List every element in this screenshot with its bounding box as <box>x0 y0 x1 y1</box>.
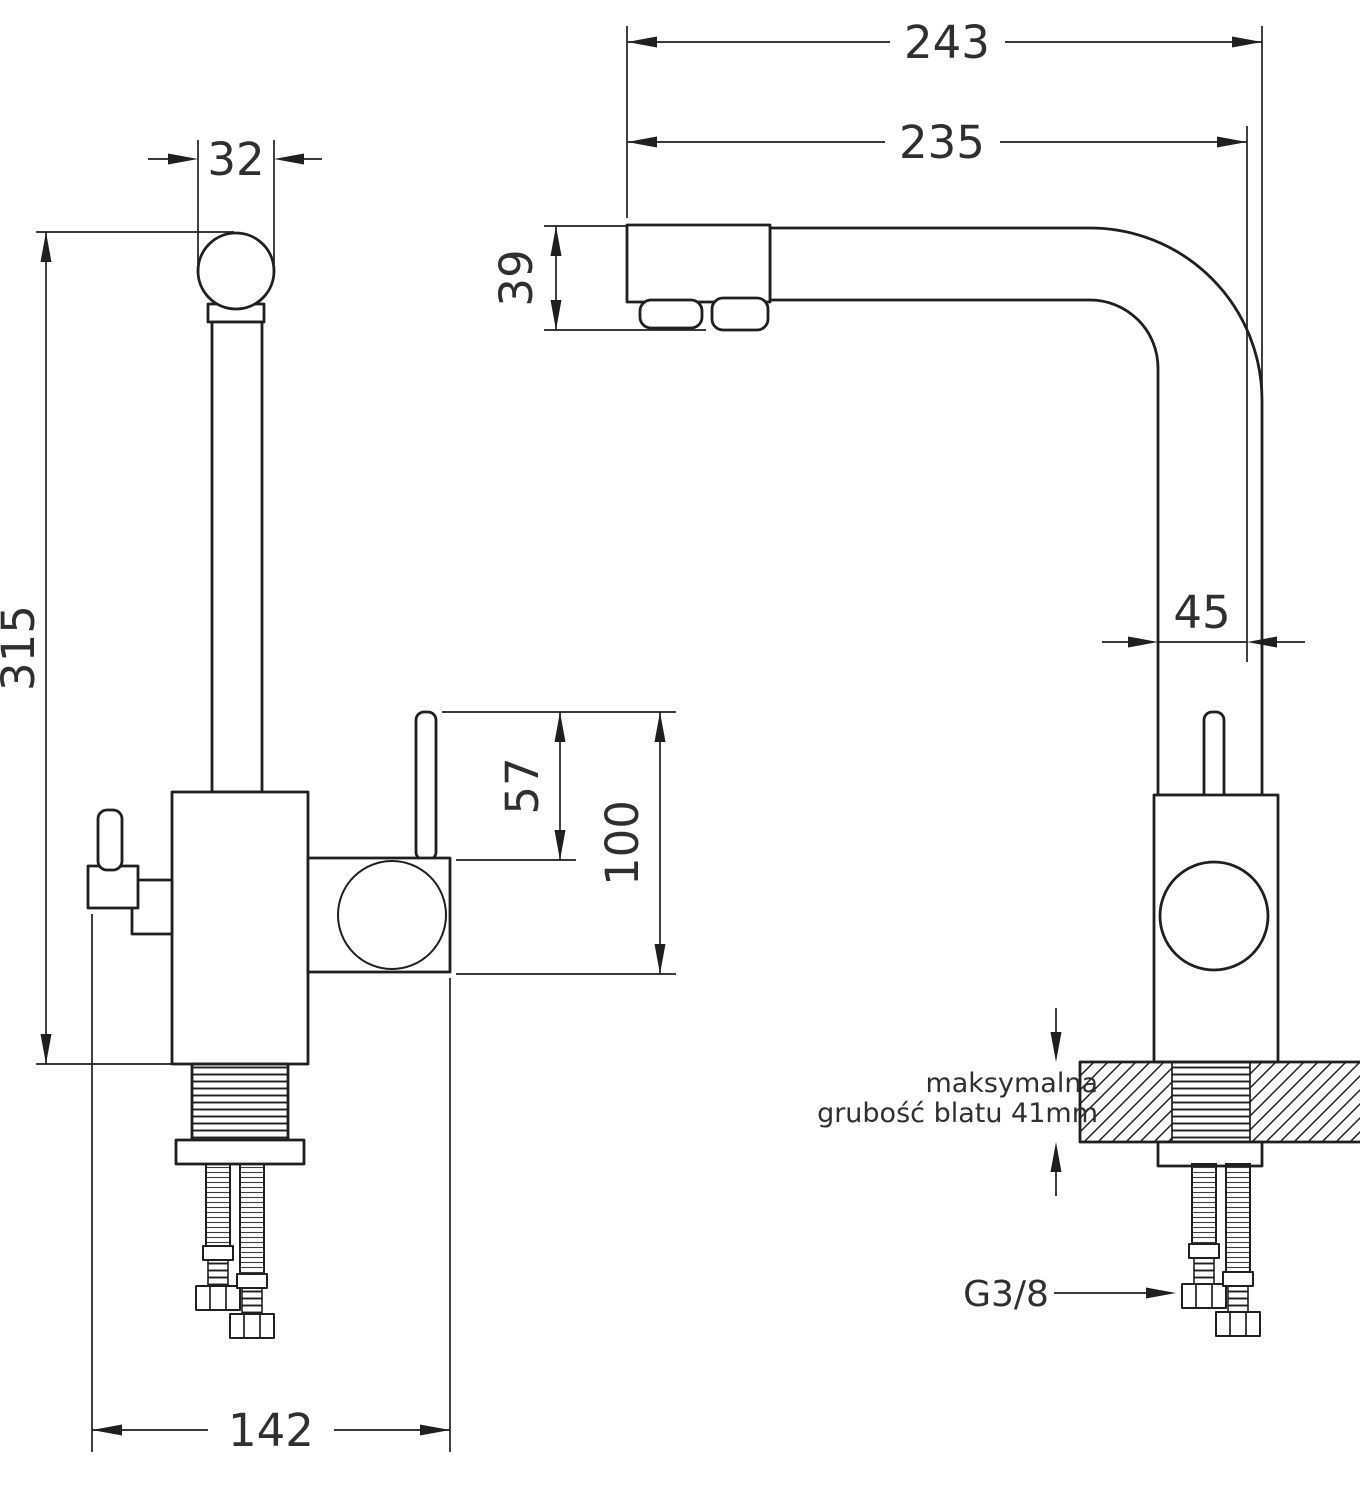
front-connector2-thread <box>241 1287 263 1315</box>
side-connector1-thread <box>1193 1257 1215 1285</box>
dim-head-width: 32 <box>148 133 322 264</box>
front-threaded-shank <box>192 1064 288 1140</box>
front-handle-rod <box>414 710 438 862</box>
faucet-front-view <box>86 231 452 1339</box>
front-handle-pivot <box>337 860 447 970</box>
front-left-lever-rod <box>96 808 124 872</box>
side-connector2-nut <box>1215 1311 1261 1337</box>
dim-spout-reach-value: 235 <box>899 116 985 169</box>
dim-base-span-value: 142 <box>228 1404 314 1457</box>
front-hose-right <box>239 1163 265 1275</box>
side-spout-head <box>625 223 772 304</box>
side-threaded-shank <box>1172 1062 1250 1142</box>
side-connector1-collar <box>1188 1243 1220 1259</box>
front-mounting-flange <box>174 1138 306 1166</box>
front-left-lever-base <box>86 864 140 910</box>
dim-tube-width: 45 <box>1102 586 1305 648</box>
front-connector2-collar <box>236 1273 268 1289</box>
dim-spout-head-height: 39 <box>490 225 706 331</box>
front-connector2-nut-facets <box>243 1314 261 1338</box>
front-body <box>170 790 310 1066</box>
side-connector2-nut-facets <box>1229 1312 1247 1336</box>
dim-handle-rod-height: 57 <box>442 711 676 861</box>
side-connector2-thread <box>1227 1285 1249 1313</box>
side-connector1-nut-facets <box>1195 1284 1213 1308</box>
front-connector2-nut <box>229 1313 275 1339</box>
front-riser-pipe <box>210 320 264 794</box>
counter-note-line1: maksymalna <box>925 1068 1098 1099</box>
side-hose-left <box>1191 1163 1217 1245</box>
front-hose-left <box>205 1163 231 1247</box>
side-handle-knob <box>1158 860 1270 972</box>
front-connector1-thread <box>207 1259 229 1287</box>
dim-spout-head-height-value: 39 <box>490 249 543 306</box>
side-hose-right <box>1225 1163 1251 1273</box>
dim-total-height: 315 <box>0 231 234 1065</box>
front-spout-ball <box>196 231 276 311</box>
dim-overall-reach: 243 <box>626 16 1263 396</box>
side-aerator-left <box>638 298 704 330</box>
side-spout-tube <box>768 226 1264 797</box>
counter-hatch-right <box>1250 1062 1360 1142</box>
front-connector1-collar <box>202 1245 234 1261</box>
front-view-dimensions: 32 315 57 100 <box>0 133 676 1457</box>
side-shank-edges <box>1171 1062 1251 1142</box>
side-connector2-collar <box>1222 1271 1254 1287</box>
dim-handle-rod-height-value: 57 <box>496 757 549 814</box>
counter-note-line2: grubość blatu 41mm <box>817 1098 1098 1129</box>
faucet-side-view <box>625 223 1360 1337</box>
counter-thickness-note: maksymalna grubość blatu 41mm <box>817 1008 1098 1196</box>
dim-head-width-value: 32 <box>207 133 264 186</box>
front-connector1-nut <box>195 1285 241 1311</box>
side-connector1-nut <box>1181 1283 1227 1309</box>
counter-hatch-left <box>1080 1062 1172 1142</box>
dim-spout-reach: 235 <box>627 116 1248 662</box>
side-mounting-flange <box>1156 1140 1264 1168</box>
side-aerator-right <box>710 296 770 332</box>
thread-callout-value: G3/8 <box>963 1274 1049 1315</box>
side-view-dimensions: 243 235 39 45 maks <box>490 16 1305 1315</box>
dim-overall-reach-value: 243 <box>904 16 990 69</box>
front-connector1-nut-facets <box>209 1286 227 1310</box>
thread-callout: G3/8 <box>963 1274 1176 1315</box>
dim-handle-total-height: 100 <box>456 712 676 975</box>
dim-base-span: 142 <box>91 914 451 1457</box>
dim-handle-total-height-value: 100 <box>596 800 649 886</box>
dim-tube-width-value: 45 <box>1173 586 1230 639</box>
dim-total-height-value: 315 <box>0 605 45 691</box>
